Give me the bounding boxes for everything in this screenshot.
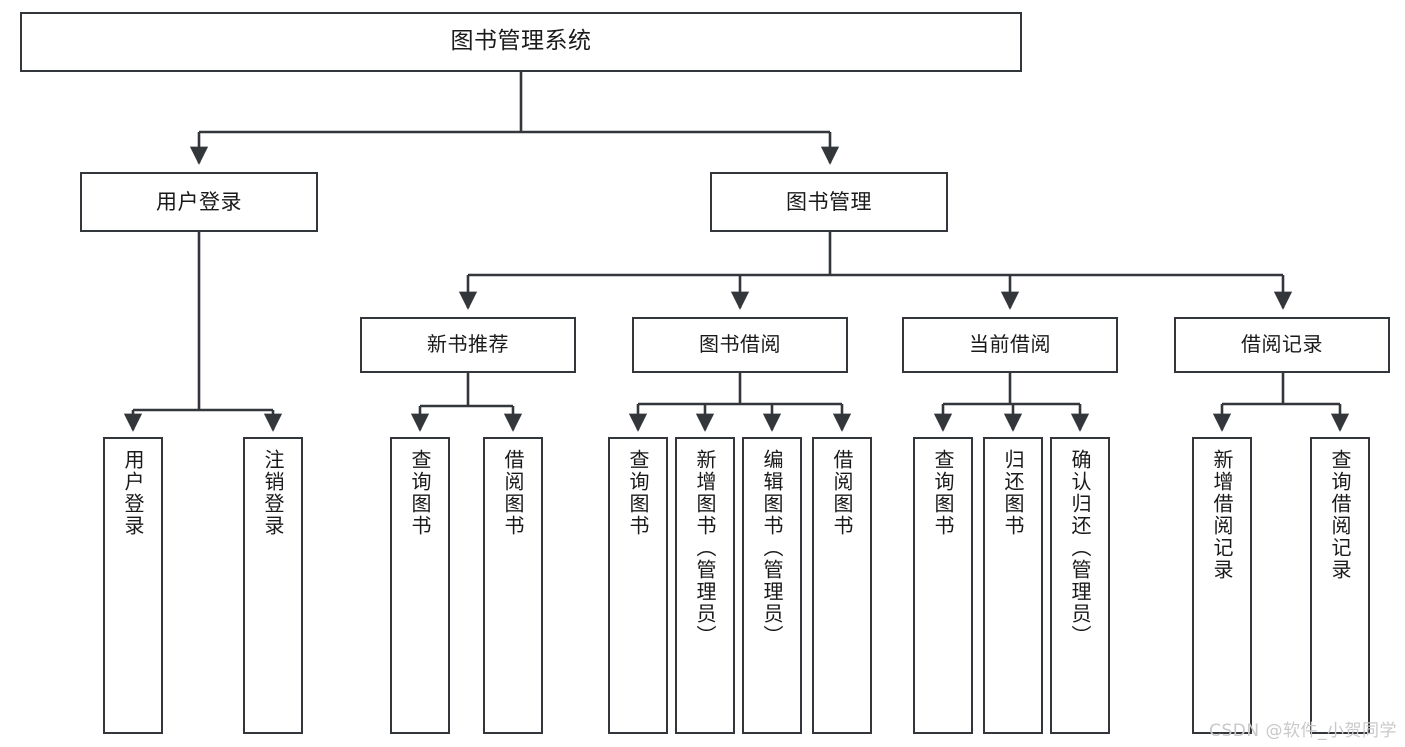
node-new-book-recommend-label: 新书推荐 [427,332,509,357]
node-new-book-recommend[interactable]: 新书推荐 [360,317,576,373]
node-leaf-add-record-label: 新增借阅记录 [1210,449,1234,581]
node-leaf-query-book-3[interactable]: 查询图书 [913,437,973,734]
node-book-borrow[interactable]: 图书借阅 [632,317,848,373]
node-current-borrow-label: 当前借阅 [969,332,1051,357]
node-book-manage[interactable]: 图书管理 [710,172,948,232]
node-leaf-logout-login[interactable]: 注销登录 [243,437,303,734]
node-leaf-query-record[interactable]: 查询借阅记录 [1310,437,1370,734]
node-leaf-query-book-2[interactable]: 查询图书 [608,437,668,734]
node-borrow-record[interactable]: 借阅记录 [1174,317,1390,373]
watermark-text: CSDN @软件_小贺同学 [1209,721,1397,741]
node-leaf-confirm-return-label: 确认归还（管理员） [1068,449,1092,647]
node-leaf-edit-book-label: 编辑图书（管理员） [760,449,784,647]
node-user-login[interactable]: 用户登录 [80,172,318,232]
node-borrow-record-label: 借阅记录 [1241,332,1323,357]
node-leaf-confirm-return[interactable]: 确认归还（管理员） [1050,437,1110,734]
node-leaf-logout-login-label: 注销登录 [261,449,285,537]
node-leaf-borrow-book-2-label: 借阅图书 [830,449,854,537]
node-leaf-edit-book[interactable]: 编辑图书（管理员） [742,437,802,734]
node-leaf-add-book-label: 新增图书（管理员） [693,449,717,647]
node-leaf-query-book-1[interactable]: 查询图书 [390,437,450,734]
node-leaf-borrow-book-2[interactable]: 借阅图书 [812,437,872,734]
node-leaf-borrow-book-1-label: 借阅图书 [501,449,525,537]
node-current-borrow[interactable]: 当前借阅 [902,317,1118,373]
node-leaf-add-record[interactable]: 新增借阅记录 [1192,437,1252,734]
node-leaf-query-book-3-label: 查询图书 [931,449,955,537]
node-leaf-return-book[interactable]: 归还图书 [983,437,1043,734]
node-leaf-query-book-1-label: 查询图书 [408,449,432,537]
node-leaf-user-login[interactable]: 用户登录 [103,437,163,734]
node-leaf-user-login-label: 用户登录 [121,449,145,537]
node-leaf-return-book-label: 归还图书 [1001,449,1025,537]
node-root[interactable]: 图书管理系统 [20,12,1022,72]
node-root-label: 图书管理系统 [450,28,592,55]
node-leaf-borrow-book-1[interactable]: 借阅图书 [483,437,543,734]
node-leaf-add-book[interactable]: 新增图书（管理员） [675,437,735,734]
node-user-login-label: 用户登录 [156,189,242,214]
node-book-borrow-label: 图书借阅 [699,332,781,357]
node-leaf-query-record-label: 查询借阅记录 [1328,449,1352,581]
node-book-manage-label: 图书管理 [786,189,872,214]
node-leaf-query-book-2-label: 查询图书 [626,449,650,537]
